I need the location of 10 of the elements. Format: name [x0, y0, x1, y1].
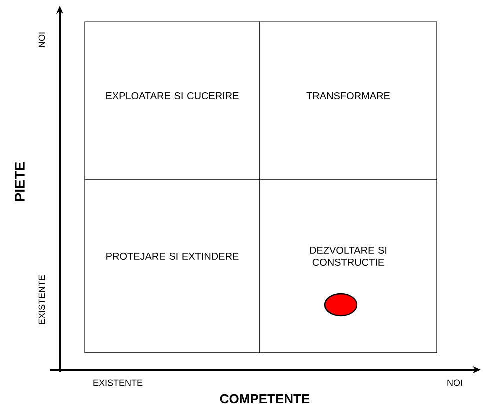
axis-label: EXISTENTE: [38, 275, 46, 324]
matrix-cell: EXPLOATARE SI CUCERIRE: [84, 22, 260, 180]
axis-label: PIETE: [15, 162, 25, 202]
matrix-cell: TRANSFORMARE: [260, 22, 438, 180]
axis-label: NOI: [448, 380, 462, 386]
matrix-cell: PROTEJARE SI EXTINDERE: [84, 180, 260, 354]
axis-label: COMPETENTE: [220, 394, 310, 404]
axis-label: EXISTENTE: [94, 380, 143, 386]
axis-label: NOI: [38, 32, 46, 48]
matrix-cell: DEZVOLTARE SI CONSTRUCTIE: [260, 180, 438, 354]
